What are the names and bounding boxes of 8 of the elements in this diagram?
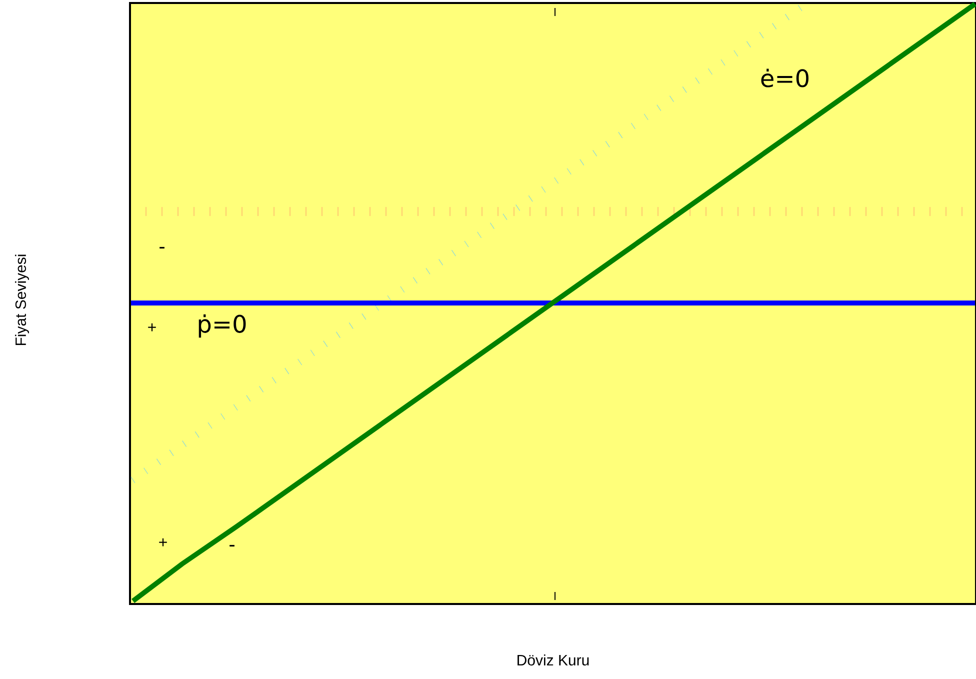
curve-label: ṗ=0 bbox=[198, 314, 246, 338]
axis-label: Fiyat Seviyesi bbox=[15, 254, 29, 346]
sign-label: + bbox=[159, 538, 167, 546]
sign-label: - bbox=[230, 544, 234, 546]
curve-label: ė=0 bbox=[761, 68, 808, 88]
sign-label: + bbox=[148, 323, 156, 332]
axis-label: Döviz Kuru bbox=[518, 654, 589, 666]
sign-label: - bbox=[160, 246, 164, 248]
